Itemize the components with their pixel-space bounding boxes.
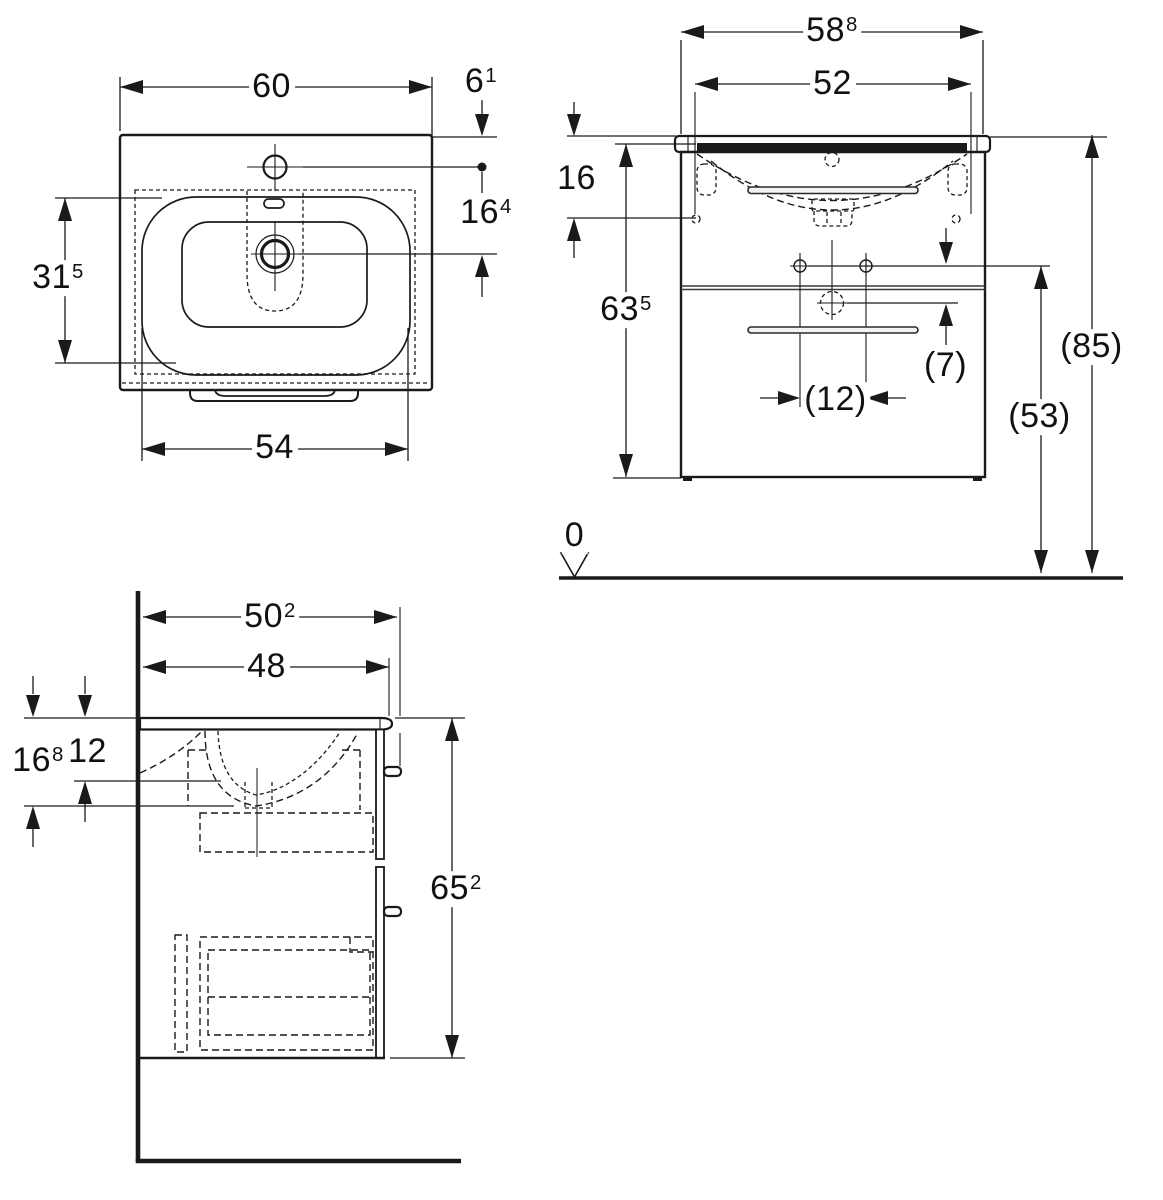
drawer-lower-back-hidden: [174, 934, 188, 1053]
drain-hole: [259, 238, 291, 270]
trap-cover-inner: [214, 388, 336, 397]
handle-hole-left: [793, 259, 807, 273]
dim-front-washbasin-height: 16: [554, 160, 600, 197]
dim-top-tap-offset: 61: [461, 63, 501, 100]
drawer-front-upper: [375, 728, 385, 860]
top-view: [55, 77, 497, 461]
basin-shelf-edge: [747, 186, 919, 195]
front-view: [559, 25, 1123, 580]
trap-cover-outer: [189, 389, 359, 402]
dim-top-width: 60: [249, 68, 295, 105]
dim-12-graphics: [760, 391, 906, 405]
side-view: [24, 591, 465, 1164]
bowl-hidden-inner: [710, 160, 954, 211]
dim-side-bowl-depth: 12: [65, 733, 111, 770]
dimension-dot: [477, 162, 487, 172]
bowl-hidden-outer: [696, 153, 968, 202]
handle-knob-lower: [382, 905, 403, 918]
dim-front-handle-to-drain: (7): [920, 347, 972, 384]
bowl-profile-outer: [204, 730, 358, 807]
trap-flange-hidden: [811, 198, 855, 212]
bowl-profile-inner: [217, 730, 341, 796]
dim-top-tap-to-drain: 164: [457, 194, 515, 231]
tap-hole: [262, 154, 288, 180]
handle-knob-upper: [382, 765, 403, 778]
basin-back-hidden: [139, 729, 204, 774]
handle-hole-right: [859, 259, 873, 273]
drain-hole-crosshair: [817, 240, 847, 320]
drawer-lower-hidden: [199, 936, 374, 1051]
trap-inner-hidden: [826, 212, 842, 223]
drawer-front-lower: [375, 866, 385, 1059]
dim-front-cabinet-height: 635: [597, 291, 655, 328]
overflow-slot: [263, 198, 285, 209]
dim-top-bowl-width: 54: [252, 429, 298, 466]
datum-triangle: [559, 552, 590, 579]
dim-31-graphics: [55, 197, 176, 364]
trap-stem-hidden: [813, 211, 853, 227]
basin-channel-hidden: [246, 191, 304, 312]
dim-front-total-height: (85): [1057, 328, 1127, 365]
drawer-divider: [681, 285, 985, 291]
dim-6-16-graphics: [432, 97, 497, 297]
dim-front-total-width: 588: [803, 12, 861, 49]
dim-7-graphics: [939, 228, 953, 345]
cabinet-foot-right: [973, 477, 982, 481]
cabinet-foot-left: [683, 477, 692, 481]
washbasin-outline: [118, 133, 434, 392]
drawer-groove: [747, 326, 919, 334]
dim-side-total-height: 652: [427, 870, 485, 907]
fixing-hole-right: [951, 214, 961, 224]
basin-front-edge: [697, 143, 967, 151]
drawer-lower-notch: [349, 937, 373, 953]
tap-hole-crosshair: [247, 144, 303, 191]
drawer-lower-inner-hidden: [207, 949, 371, 1036]
drain-crosshair: [251, 221, 299, 291]
fixing-hole-left: [691, 214, 701, 224]
slab-profile: [138, 716, 394, 731]
dim-front-handle-spacing: (12): [801, 381, 871, 418]
dim-side-ceramic-bottom: 168: [9, 742, 67, 779]
basin-rim: [141, 196, 411, 376]
dim-top-basin-depth: 315: [29, 259, 87, 296]
overflow-hidden: [824, 151, 840, 168]
handle-hole-right-crosshair: [856, 256, 876, 276]
mounting-bracket-left: [696, 163, 717, 196]
drain-hole-hidden: [819, 290, 845, 316]
dim-front-floor-to-handle: (53): [1005, 398, 1075, 435]
drawer-upper-hidden: [199, 812, 374, 853]
cabinet-front: [679, 150, 987, 479]
dim-168-12-graphics: [24, 676, 234, 847]
drain-pipe-hidden: [244, 782, 273, 809]
drain-outer: [255, 234, 295, 274]
dim-front-ceramic-width: 52: [810, 65, 856, 102]
dim-side-total-depth: 502: [241, 598, 299, 635]
dim-side-cabinet-depth: 48: [244, 648, 290, 685]
mounting-bracket-right: [947, 163, 968, 196]
dim-front-floor-level: 0: [561, 517, 589, 554]
handle-hole-left-crosshair: [790, 256, 810, 276]
drawer-upper-sides-hidden: [187, 749, 361, 810]
dim-16-graphics: [567, 102, 696, 258]
